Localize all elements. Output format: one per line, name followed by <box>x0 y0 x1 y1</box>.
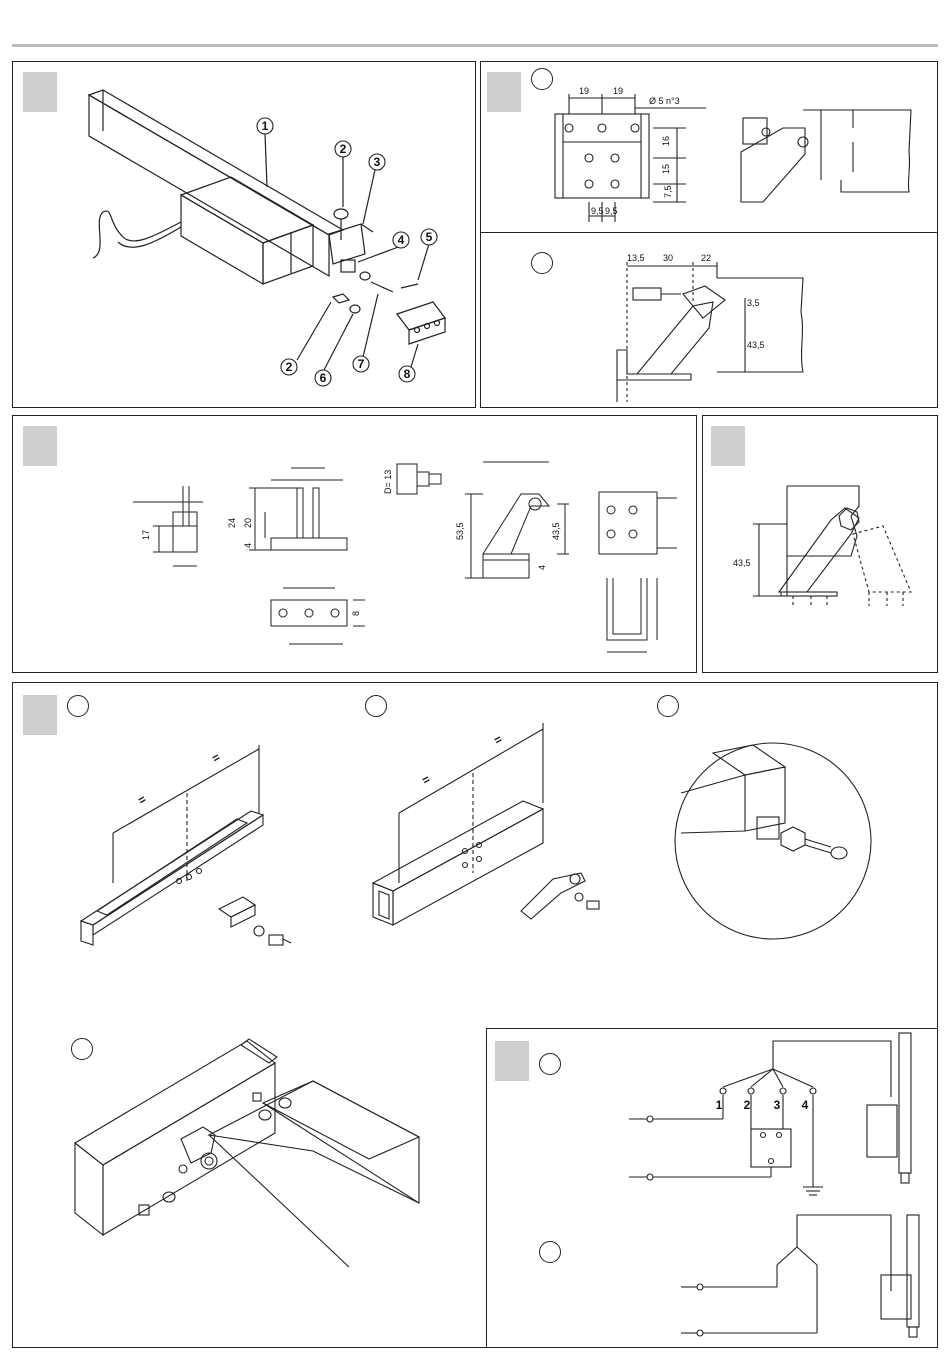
panel-parts-dimensions: 17 24 20 4 8 D= 13 53,5 43,5 4 <box>12 415 697 673</box>
callout-8: 8 <box>404 367 411 381</box>
dim-43-5: 43,5 <box>733 558 751 568</box>
dim-15: 15 <box>661 164 671 174</box>
exploded-assembly-drawing: 1 2 3 4 5 2 6 7 8 <box>13 62 477 409</box>
panel-mounting-height: 43,5 <box>702 415 938 673</box>
dim-17: 17 <box>141 530 151 540</box>
callout-7: 7 <box>358 357 365 371</box>
callout-4: 4 <box>398 233 405 247</box>
callout-5: 5 <box>426 230 433 244</box>
panel-wiring: 1 2 3 4 <box>486 1028 938 1348</box>
dim-20: 20 <box>243 518 253 528</box>
callout-6: 6 <box>320 371 327 385</box>
dim-19-left: 19 <box>579 86 589 96</box>
dim-3-5: 3,5 <box>747 298 760 308</box>
dim-8: 8 <box>351 611 361 616</box>
equal-mark-b2: = <box>492 732 505 748</box>
dim-d13: D= 13 <box>383 470 393 494</box>
terminal-2: 2 <box>744 1098 751 1112</box>
callout-3: 3 <box>374 155 381 169</box>
dim-43-5: 43,5 <box>551 522 561 540</box>
wiring-diagram: 1 2 3 4 <box>487 1029 939 1349</box>
dim-4b: 4 <box>537 565 547 570</box>
dim-24: 24 <box>227 518 237 528</box>
dim-30: 30 <box>663 253 673 263</box>
dim-hole-dia: Ø 5 n°3 <box>649 96 680 106</box>
equal-mark-a2: = <box>210 750 223 766</box>
dim-9-5-right: 9,5 <box>605 206 618 216</box>
dim-16: 16 <box>661 136 671 146</box>
callout-1: 1 <box>262 119 269 133</box>
terminal-1: 1 <box>716 1098 723 1112</box>
terminal-3: 3 <box>774 1098 781 1112</box>
dim-4: 4 <box>243 543 253 548</box>
dim-19-right: 19 <box>613 86 623 96</box>
parts-dimension-drawing: 17 24 20 4 8 D= 13 53,5 43,5 4 <box>13 416 698 674</box>
dim-22: 22 <box>701 253 711 263</box>
header-rule <box>12 44 938 47</box>
dim-7-5: 7,5 <box>663 185 673 198</box>
dim-9-5-left: 9,5 <box>591 206 604 216</box>
equal-mark-a1: = <box>136 792 149 808</box>
terminal-4: 4 <box>802 1098 809 1112</box>
panel-bracket-dimensions: 19 19 Ø 5 n°3 16 15 7,5 9,5 9,5 13,5 30 … <box>480 61 938 408</box>
dim-13-5: 13,5 <box>627 253 645 263</box>
dim-53-5: 53,5 <box>455 522 465 540</box>
dim-43-5: 43,5 <box>747 340 765 350</box>
panel-exploded-assembly: 1 2 3 4 5 2 6 7 8 <box>12 61 476 408</box>
callout-2b: 2 <box>286 360 293 374</box>
bracket-dimension-drawing: 19 19 Ø 5 n°3 16 15 7,5 9,5 9,5 13,5 30 … <box>481 62 939 409</box>
mounting-height-drawing: 43,5 <box>703 416 939 674</box>
equal-mark-b1: = <box>420 772 433 788</box>
callout-2: 2 <box>340 142 347 156</box>
